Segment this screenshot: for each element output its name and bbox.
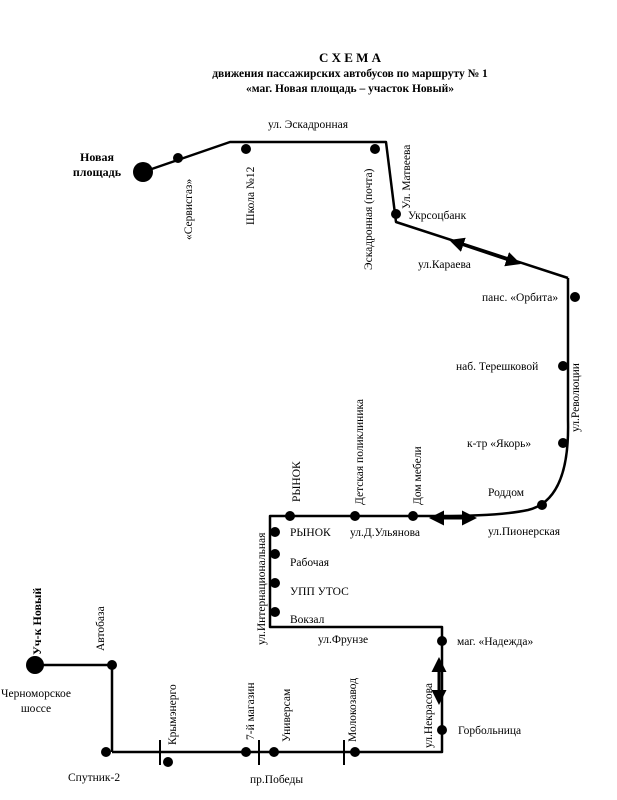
stop-dot-molokozavod [350,747,360,757]
street-label-frunze: ул.Фрунзе [318,634,368,646]
stop-label-upp-utos: УПП УТОС [290,586,349,598]
stop-label-molokozavod: Молокозавод [347,678,359,742]
stop-label-rabochaya: Рабочая [290,557,330,569]
stop-label-ukrsotsbank: Укрсоцбанк [408,210,467,222]
stop-label-shkola12: Школа №12 [245,166,257,225]
street-label-matveeva: Ул. Матвеева [401,145,413,209]
stop-dot-dom-mebeli [408,511,418,521]
two-way-arrow-karaeva [449,237,521,267]
stop-dots [101,144,580,767]
stop-dot-tereshkovoy [558,361,568,371]
stop-label-yakor: к-тр «Якорь» [467,438,531,450]
stop-dot-ukrsotsbank [391,209,401,219]
terminal-label-uch-novyi: Уч-к Новый [30,588,44,655]
stop-dot-orbita [570,292,580,302]
stop-label-gorbolnitsa: Горбольница [458,725,521,737]
stop-dot-detskaya-poliklinika [350,511,360,521]
stop-label-avtobaza: Автобаза [95,606,107,651]
route-segment-revolyutsii [439,278,570,518]
stop-label-orbita: панс. «Орбита» [482,292,558,304]
street-label-chernomorskoe-line2: шоссе [21,703,51,715]
stop-dot-sputnik2 [101,747,111,757]
terminal-label-novaya-line2: площадь [73,165,122,179]
stop-label-krymenergo: Крымэнерго [167,684,179,745]
stop-dot-univermag [269,747,279,757]
terminal-uch-novyi [26,656,44,674]
street-label-nekrasova: ул.Некрасова [423,683,435,748]
scheme-subtitle-1: движения пассажирских автобусов по маршр… [212,68,488,80]
stop-label-rynok: РЫНОК [290,527,331,539]
stop-label-sputnik2: Спутник-2 [68,772,120,784]
terminal-label-novaya-line1: Новая [80,150,115,164]
stop-dot-eskadronnaya-pochta [370,144,380,154]
stop-label-rynok-top: РЫНОК [291,461,303,502]
scheme-subtitle-2: «маг. Новая площадь – участок Новый» [246,83,454,95]
stop-dot-upp-utos [270,578,280,588]
stop-dot-yakor [558,438,568,448]
stop-dot-shkola12 [241,144,251,154]
street-label-ulyanova: ул.Д.Ульянова [350,527,420,539]
stop-dot-rynok [270,527,280,537]
stop-dot-gorbolnitsa [437,725,447,735]
street-ticks [159,740,345,765]
street-label-karaeva: ул.Караева [418,259,471,271]
stop-dot-vokzal [270,607,280,617]
stop-label-univermag: Универсам [281,688,293,742]
stop-dot-servisgaz [173,153,183,163]
stop-label-tereshkovoy: наб. Терешковой [456,361,538,373]
street-label-pobedy: пр.Победы [250,774,303,786]
stop-label-magazin7: 7-й магазин [245,682,257,740]
street-label-internatsionalnaya: ул.Интернациональная [256,532,268,645]
stop-dot-krymenergo [163,757,173,767]
terminal-novaya-ploshchad [133,162,153,182]
stop-label-roddom: Роддом [488,487,525,499]
stop-label-servisgaz: «Сервисгаз» [183,179,195,240]
scheme-title: С Х Е М А [319,50,382,65]
stop-dot-roddom [537,500,547,510]
street-label-revolyutsii: ул.Революции [570,363,582,432]
route-segment-ulyanova [112,514,444,754]
stop-dot-avtobaza [107,660,117,670]
stop-label-vokzal: Вокзал [290,614,325,626]
stop-label-dom-mebeli: Дом мебели [412,446,424,505]
two-way-arrows [429,237,521,705]
stop-dot-rabochaya [270,549,280,559]
stop-dot-rynok-top [285,511,295,521]
stop-label-detskaya-poliklinika: Детская поликлиника [354,399,366,505]
stop-label-eskadronnaya-pochta: Эскадронная (почта) [363,168,375,270]
stop-label-nadezhda: маг. «Надежда» [457,636,533,648]
stop-dot-nadezhda [437,636,447,646]
street-label-chernomorskoe-line1: Черноморское [1,688,71,700]
street-label-eskadronnaya: ул. Эскадронная [268,119,349,131]
street-label-pionerskaya: ул.Пионерская [488,526,561,538]
stop-dot-magazin7 [241,747,251,757]
